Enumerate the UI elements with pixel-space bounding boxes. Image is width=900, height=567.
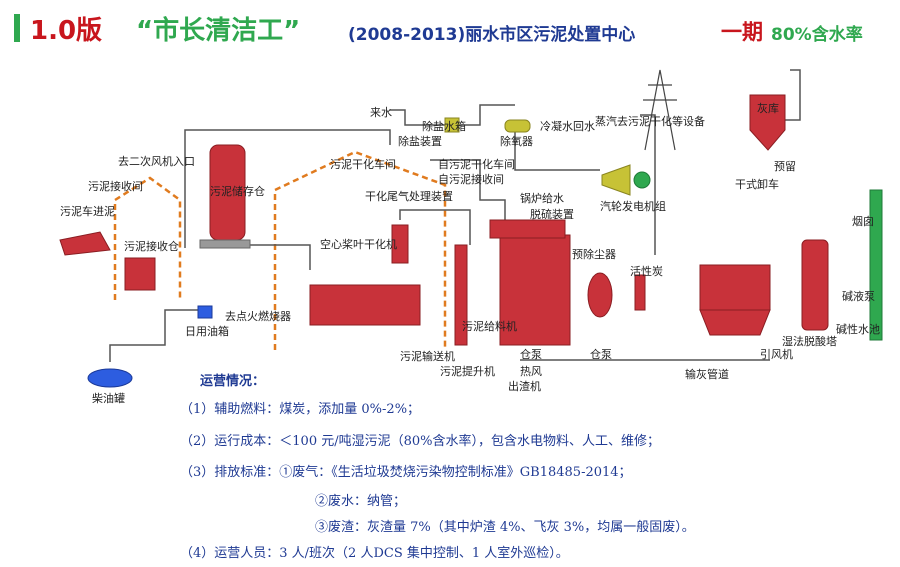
boiler-top <box>489 219 566 239</box>
label-sludge-receiving-a: 污泥接收间 <box>88 179 143 193</box>
label-hot-air: 热风 <box>520 365 542 378</box>
bag-filter-hoppers <box>699 309 771 336</box>
operations-heading: 运营情况： <box>200 374 266 389</box>
label-chimney: 烟囱 <box>852 214 874 228</box>
label-condensate: 冷凝水回水 <box>540 119 595 133</box>
label-sludge-conveyor: 污泥输送机 <box>400 349 455 363</box>
bag-filter <box>699 264 771 311</box>
title-name: “市长清洁工” <box>136 16 301 46</box>
transmission-tower-icon <box>643 69 677 151</box>
storage-base <box>199 239 251 249</box>
receiving-building-outline <box>113 176 182 300</box>
label-alkali-pool: 碱性水池 <box>836 322 880 336</box>
pipe-steam <box>640 114 656 255</box>
label-bag-pump-b: 仓泵 <box>590 347 612 361</box>
boiler-body <box>499 234 571 346</box>
diagram-labels: 污泥车进泥 污泥接收间 去二次风机入口 污泥接收仓 污泥储存仓 污泥干化车间 干… <box>60 101 880 405</box>
operations-item-3: （3）排放标准：①废气：《生活垃圾焚烧污染物控制标准》GB18485-2014； <box>180 465 632 480</box>
sludge-receiving-bin <box>124 257 156 291</box>
pipes <box>109 69 801 362</box>
label-alkali-pump: 碱液泵 <box>842 289 875 303</box>
title-phase: 一期 <box>721 20 763 44</box>
pipe-deaerator <box>514 130 600 171</box>
page-title: 1.0版 “市长清洁工” (2008-2013)丽水市区污泥处置中心 一期 80… <box>8 8 898 48</box>
label-slag: 出渣机 <box>508 379 541 393</box>
label-sludge-receiving-bin: 污泥接收仓 <box>124 239 179 253</box>
operations-item-3b: ②废水：纳管； <box>315 494 407 509</box>
label-sludge-storage: 污泥储存仓 <box>210 184 265 198</box>
label-incoming-water: 来水 <box>370 106 392 119</box>
label-self-receiving: 自污泥接收间 <box>438 172 504 186</box>
label-desalted-tank: 除盐水箱 <box>422 119 466 133</box>
label-turbine: 汽轮发电机组 <box>600 199 666 213</box>
label-self-dryer: 自污泥干化车间 <box>438 157 515 171</box>
label-boiler-feed: 锅炉给水 <box>520 192 564 205</box>
label-bag-pump-a: 仓泵 <box>520 347 542 361</box>
title-accent-bar <box>14 14 20 42</box>
pipe-feed <box>430 159 506 240</box>
deaerator-tank <box>504 119 531 133</box>
label-desulfurization: 脱硫装置 <box>530 207 574 221</box>
label-sludge-feeder: 污泥给料机 <box>462 319 517 333</box>
label-induced-fan: 引风机 <box>760 347 793 361</box>
activated-carbon-bin <box>634 274 646 311</box>
pipe-storage-dryer <box>245 244 311 270</box>
title-subtitle: (2008-2013)丽水市区污泥处置中心 <box>348 25 636 45</box>
ash-silo <box>749 94 786 151</box>
label-pre-dust: 预除尘器 <box>572 247 616 261</box>
label-activated-carbon: 活性炭 <box>630 264 663 278</box>
label-deaerator: 除氧器 <box>500 134 533 148</box>
label-ash-pipe: 输灰管道 <box>685 367 729 381</box>
label-sludge-truck: 污泥车进泥 <box>60 204 115 218</box>
paddle-dryer <box>309 284 421 326</box>
label-dry-unloader: 干式卸车 <box>735 177 779 191</box>
tower-legs <box>644 69 676 151</box>
pipe-water <box>390 104 515 126</box>
label-tail-gas: 干化尾气处理装置 <box>365 189 453 203</box>
label-reserved: 预留 <box>774 160 796 173</box>
steam-turbine <box>601 164 631 196</box>
label-daily-tank: 日用油箱 <box>185 324 229 338</box>
daily-oil-tank <box>197 305 213 319</box>
title-version: 1.0版 <box>30 16 103 46</box>
operations-item-3c: ③废渣：灰渣量 7%（其中炉渣 4%、飞灰 3%，均属一般固废）。 <box>315 520 695 535</box>
label-sludge-elevator: 污泥提升机 <box>440 364 495 378</box>
wet-desulf-tower <box>801 239 829 331</box>
label-ash-silo: 灰库 <box>757 101 779 115</box>
label-secondary-fan: 去二次风机入口 <box>118 154 195 168</box>
pre-dust-collector <box>587 272 613 318</box>
label-oil-tank: 柴油罐 <box>92 391 125 405</box>
label-hollow-dryer: 空心桨叶干化机 <box>320 237 397 251</box>
operations-item-2: （2）运行成本：＜100 元/吨湿污泥（80%含水率），包含水电物料、人工、维修… <box>180 434 660 449</box>
tail-gas-scrubber <box>391 224 409 264</box>
chimney <box>869 189 883 341</box>
title-moisture: 80%含水率 <box>771 25 863 45</box>
sludge-truck <box>59 231 111 256</box>
pipe-tail-gas <box>399 209 471 245</box>
diesel-oil-tank <box>87 368 133 388</box>
building-outlines <box>113 150 447 350</box>
label-igniter: 去点火燃烧器 <box>225 309 291 323</box>
equipment <box>59 94 883 388</box>
desalted-water-tank <box>444 117 460 133</box>
label-dryer-room: 污泥干化车间 <box>330 157 396 171</box>
label-wet-desulf: 湿法脱酸塔 <box>782 334 837 348</box>
operations-item-4: （4）运营人员：3 人/班次（2 人DCS 集中控制、1 人室外巡检）。 <box>180 546 569 561</box>
label-steam-dryer: 蒸汽去污泥干化等设备 <box>595 114 705 128</box>
generator <box>633 171 651 189</box>
pipe-oil <box>109 309 200 362</box>
label-desalination: 除盐装置 <box>398 134 442 148</box>
pipe-air-return <box>184 129 391 248</box>
operations-item-1: （1）辅助燃料：煤炭，添加量 0%-2%； <box>180 402 421 417</box>
sludge-elevator <box>454 244 468 346</box>
